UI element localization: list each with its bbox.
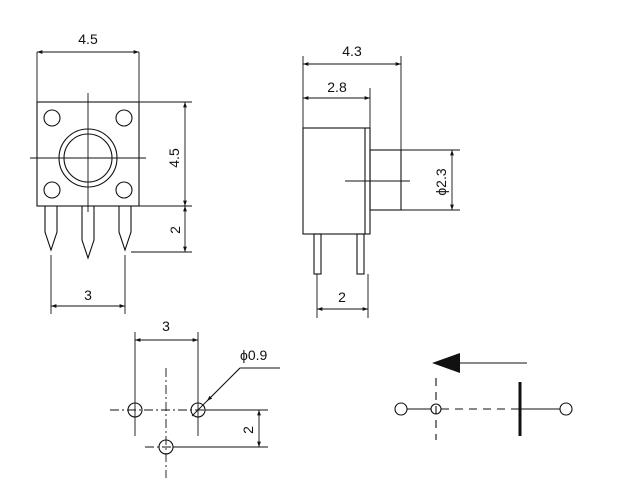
- actuator-outer: [58, 128, 118, 188]
- pcb-footprint: 3 ϕ0.9 2: [110, 318, 280, 478]
- overall-depth-label: 4.3: [342, 43, 362, 59]
- front-view: 4.5 4.5 2 3: [30, 31, 192, 314]
- switch-schematic-symbol: [394, 353, 573, 440]
- corner-hole-top-left: [43, 109, 61, 127]
- side-lead-left: [313, 233, 322, 275]
- row-offset-label: 2: [240, 426, 256, 434]
- actuator-inner: [63, 133, 113, 183]
- side-view: 4.3 2.8 ϕ2.3 2: [302, 43, 460, 318]
- front-height-label: 4.5: [166, 148, 182, 168]
- pin-left: [44, 206, 58, 252]
- pin-middle: [81, 206, 95, 260]
- terminal-right: [559, 402, 573, 416]
- side-lead-right: [356, 233, 365, 275]
- front-width-label: 4.5: [78, 31, 98, 47]
- actuator-diameter-label: ϕ2.3: [433, 168, 449, 196]
- hole-spacing-label: 3: [162, 318, 170, 334]
- footprint-hole-left: [127, 402, 143, 418]
- hole-dia-arrow: [206, 367, 241, 402]
- side-actuator: [369, 149, 402, 211]
- lead-spacing-label: 2: [338, 289, 346, 305]
- actuation-arrow-head: [432, 353, 460, 373]
- terminal-left: [394, 402, 408, 416]
- pin-right: [118, 206, 132, 252]
- pin-length-label: 2: [167, 226, 183, 234]
- corner-hole-top-right: [115, 109, 133, 127]
- pin-spacing-label: 3: [84, 287, 92, 303]
- hole-diameter-label: ϕ0.9: [240, 347, 268, 363]
- body-depth-label: 2.8: [327, 79, 347, 95]
- corner-hole-bottom-right: [115, 181, 133, 199]
- corner-hole-bottom-left: [43, 181, 61, 199]
